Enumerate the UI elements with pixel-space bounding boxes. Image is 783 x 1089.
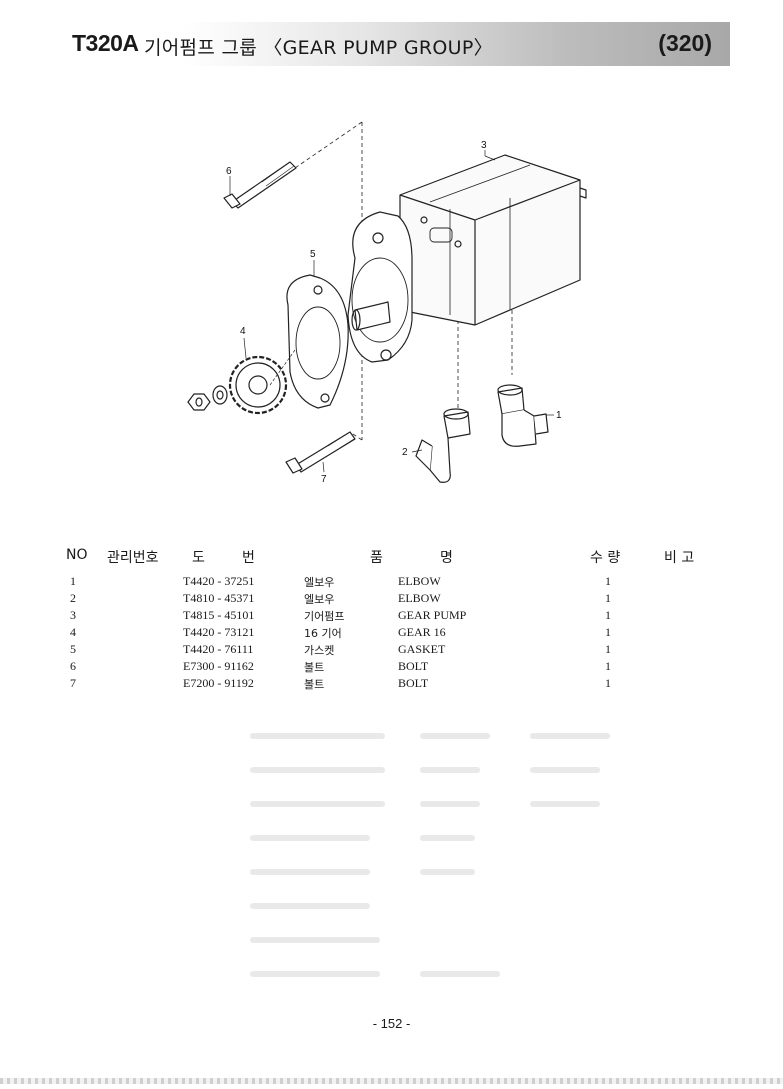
row-english-name: BOLT (398, 676, 429, 690)
page-number: - 152 - (372, 1016, 411, 1031)
row-part-number: E7300 - 91162 (183, 659, 254, 673)
col-no: NO (66, 547, 88, 563)
table-row: 4 T4420 - 73121 16 기어 GEAR 16 1 (0, 625, 783, 642)
col-quantity: 수 량 (590, 550, 621, 566)
bolt-upper (223, 161, 297, 209)
exploded-parts-diagram: 6 3 5 4 1 2 7 (187, 121, 587, 485)
model-code: T320A (72, 30, 139, 56)
row-part-number: T4815 - 45101 (183, 608, 255, 622)
page-header: T320A 기어펌프 그룹 〈GEAR PUMP GROUP〉 (320) (62, 22, 730, 66)
callout-3: 3 (481, 140, 487, 151)
callout-2: 2 (402, 447, 408, 458)
row-no: 1 (70, 574, 76, 588)
callout-4: 4 (240, 326, 246, 337)
row-no: 5 (70, 642, 76, 656)
row-english-name: GASKET (398, 642, 446, 656)
row-part-number: T4420 - 37251 (183, 574, 255, 588)
table-row: 7 E7200 - 91192 볼트 BOLT 1 (0, 676, 783, 693)
callout-5: 5 (310, 249, 316, 260)
row-english-name: ELBOW (398, 574, 441, 588)
row-quantity: 1 (605, 591, 611, 605)
row-no: 3 (70, 608, 76, 622)
assembly-leader-lines (294, 121, 513, 441)
row-english-name: BOLT (398, 659, 429, 673)
row-english-name: ELBOW (398, 591, 441, 605)
callout-6: 6 (226, 166, 232, 177)
col-management-number: 관리번호 (107, 550, 159, 566)
row-korean-name: 16 기어 (304, 627, 342, 640)
row-part-number: T4420 - 73121 (183, 625, 255, 639)
col-drawing-do: 도 (192, 550, 205, 566)
callout-1: 1 (556, 410, 562, 421)
row-part-number: T4420 - 76111 (183, 642, 254, 656)
row-korean-name: 가스켓 (304, 644, 335, 657)
callout-leaders (229, 150, 554, 473)
table-row: 1 T4420 - 37251 엘보우 ELBOW 1 (0, 574, 783, 591)
table-row: 3 T4815 - 45101 기어펌프 GEAR PUMP 1 (0, 608, 783, 625)
bolt-lower (285, 431, 356, 474)
row-korean-name: 볼트 (304, 661, 325, 674)
gasket (286, 274, 349, 409)
elbow-right (497, 384, 549, 447)
row-korean-name: 볼트 (304, 678, 325, 691)
elbow-left (415, 408, 471, 483)
table-row: 6 E7300 - 91162 볼트 BOLT 1 (0, 659, 783, 676)
table-row: 2 T4810 - 45371 엘보우 ELBOW 1 (0, 591, 783, 608)
row-quantity: 1 (605, 642, 611, 656)
col-drawing-beon: 번 (242, 550, 255, 566)
row-korean-name: 기어펌프 (304, 610, 345, 623)
page-title: 기어펌프 그룹 〈GEAR PUMP GROUP〉 (144, 37, 493, 59)
section-code: (320) (658, 30, 712, 56)
parts-table-header: NO 관리번호 도 번 품 명 수 량 비 고 (0, 545, 783, 567)
row-quantity: 1 (605, 676, 611, 690)
table-row: 5 T4420 - 76111 가스켓 GASKET 1 (0, 642, 783, 659)
row-part-number: E7200 - 91192 (183, 676, 254, 690)
row-no: 2 (70, 591, 76, 605)
row-quantity: 1 (605, 608, 611, 622)
gear-pump-body (347, 154, 587, 363)
row-part-number: T4810 - 45371 (183, 591, 255, 605)
col-remarks: 비 고 (664, 550, 695, 566)
gear-16 (228, 349, 296, 415)
row-quantity: 1 (605, 659, 611, 673)
row-no: 7 (70, 676, 76, 690)
callout-7: 7 (321, 474, 327, 485)
row-no: 6 (70, 659, 76, 673)
scan-edge-strip (0, 1078, 783, 1084)
row-quantity: 1 (605, 625, 611, 639)
row-korean-name: 엘보우 (304, 576, 335, 589)
row-quantity: 1 (605, 574, 611, 588)
washer-and-nut (187, 385, 228, 411)
row-english-name: GEAR PUMP (398, 608, 467, 622)
row-korean-name: 엘보우 (304, 593, 335, 606)
row-no: 4 (70, 625, 76, 639)
row-english-name: GEAR 16 (398, 625, 446, 639)
col-name-myeong: 명 (440, 550, 453, 566)
col-name-pum: 품 (370, 550, 383, 566)
